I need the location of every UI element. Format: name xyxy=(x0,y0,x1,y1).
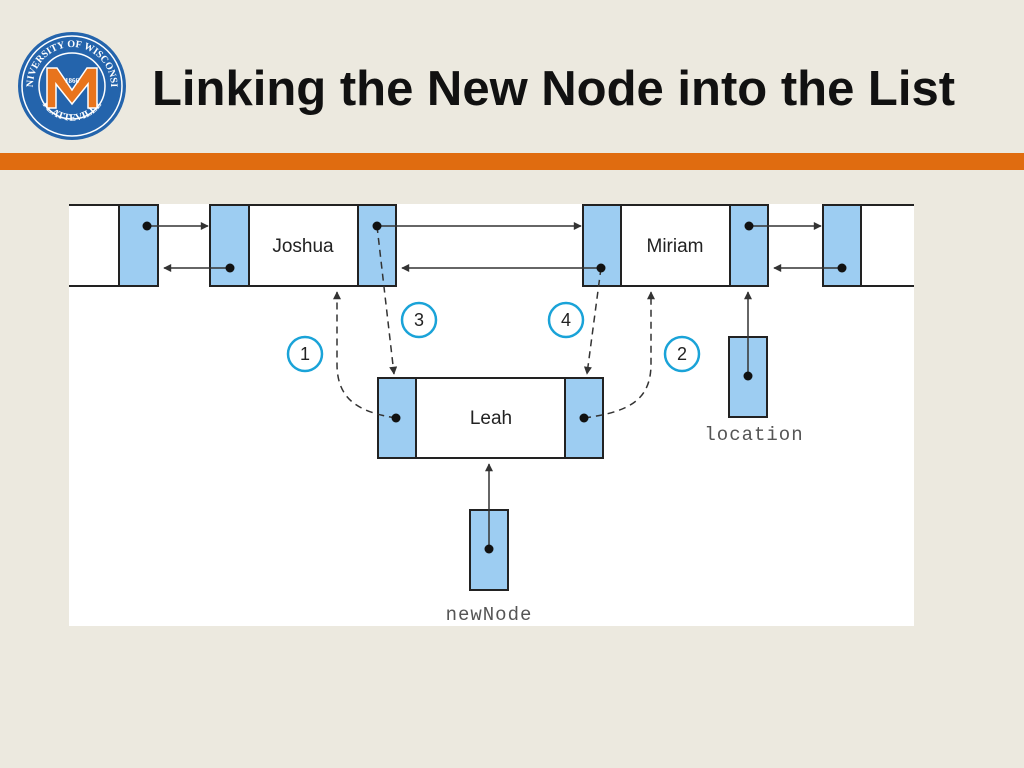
seal-inner-ring xyxy=(38,52,106,120)
step-label-1: 1 xyxy=(300,344,310,364)
dot-location xyxy=(743,371,753,381)
joshua-back-pointer xyxy=(209,204,250,287)
step-badge-3: 3 xyxy=(400,301,438,339)
linked-list-diagram: Joshua Miriam Leah xyxy=(69,204,914,626)
seal-ring-line xyxy=(21,35,123,137)
dot-miriam-next xyxy=(744,221,754,231)
dot-joshua-next xyxy=(372,221,382,231)
leah-info-box xyxy=(415,377,566,459)
left-node-next-pointer xyxy=(118,204,159,287)
arrow-step-4-miriam-back-to-leah xyxy=(583,267,602,375)
step-label-3: 3 xyxy=(414,310,424,330)
step-label-2: 2 xyxy=(677,344,687,364)
joshua-label: Joshua xyxy=(272,236,334,257)
location-label: location xyxy=(704,424,803,446)
arrow-step-3-joshua-next-to-leah xyxy=(376,225,398,375)
joshua-info-box xyxy=(248,204,359,287)
right-node-back-pointer xyxy=(822,204,862,287)
seal-outer-ring xyxy=(18,32,126,140)
leah-label: Leah xyxy=(470,408,512,429)
dot-leah-back xyxy=(391,413,401,423)
seal-year: 1866 xyxy=(65,77,80,85)
university-seal-logo: UNIVERSITY OF WISCONSIN PLATTEVILLE 1866 xyxy=(16,30,126,140)
arrow-step-2-leah-next-to-miriam xyxy=(583,291,655,419)
arrow-step-1-leah-back-to-joshua xyxy=(333,291,397,419)
step-label-4: 4 xyxy=(561,310,571,330)
miriam-label: Miriam xyxy=(647,236,704,257)
dashed-arrows xyxy=(333,225,655,419)
step-badge-4: 4 xyxy=(547,301,585,339)
dot-joshua-back xyxy=(225,263,235,273)
miriam-info-box xyxy=(620,204,731,287)
dot-right-node-back xyxy=(837,263,847,273)
miriam-back-pointer xyxy=(582,204,622,287)
dot-miriam-back xyxy=(596,263,606,273)
list-row xyxy=(69,204,914,591)
dot-newnode xyxy=(484,544,494,554)
step-badge-1: 1 xyxy=(286,335,324,373)
seal-m-letter xyxy=(46,67,98,109)
newnode-label: newNode xyxy=(446,604,533,626)
dot-leah-next xyxy=(579,413,589,423)
dot-left-node-next xyxy=(142,221,152,231)
leah-back-pointer xyxy=(377,377,417,459)
slide-title: Linking the New Node into the List xyxy=(152,62,956,116)
solid-arrows xyxy=(147,222,842,549)
step-badge-2: 2 xyxy=(663,335,701,373)
miriam-next-pointer xyxy=(729,204,769,287)
joshua-next-pointer xyxy=(357,204,397,287)
accent-bar xyxy=(0,153,1024,170)
pointer-dots xyxy=(142,221,847,554)
